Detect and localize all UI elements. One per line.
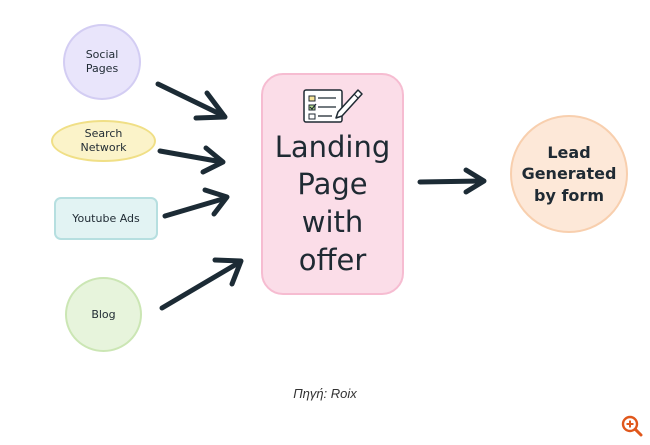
arrow-youtube-to-landing — [162, 187, 230, 219]
arrow-search-to-landing — [157, 145, 226, 175]
form-checklist-icon — [303, 89, 363, 123]
zoom-button[interactable] — [619, 413, 645, 439]
zoom-in-icon — [621, 415, 643, 437]
node-social-pages: Social Pages — [63, 24, 141, 100]
arrow-landing-to-lead — [417, 167, 487, 195]
arrow-blog-to-landing — [159, 257, 244, 311]
arrow-social-to-landing — [155, 81, 228, 121]
node-youtube-ads: Youtube Ads — [54, 197, 158, 240]
node-search-network: Search Network — [51, 120, 156, 162]
node-lead-generated: Lead Generated by form — [510, 115, 628, 233]
image-caption: Πηγή: Roix — [293, 386, 357, 401]
node-blog: Blog — [65, 277, 142, 352]
